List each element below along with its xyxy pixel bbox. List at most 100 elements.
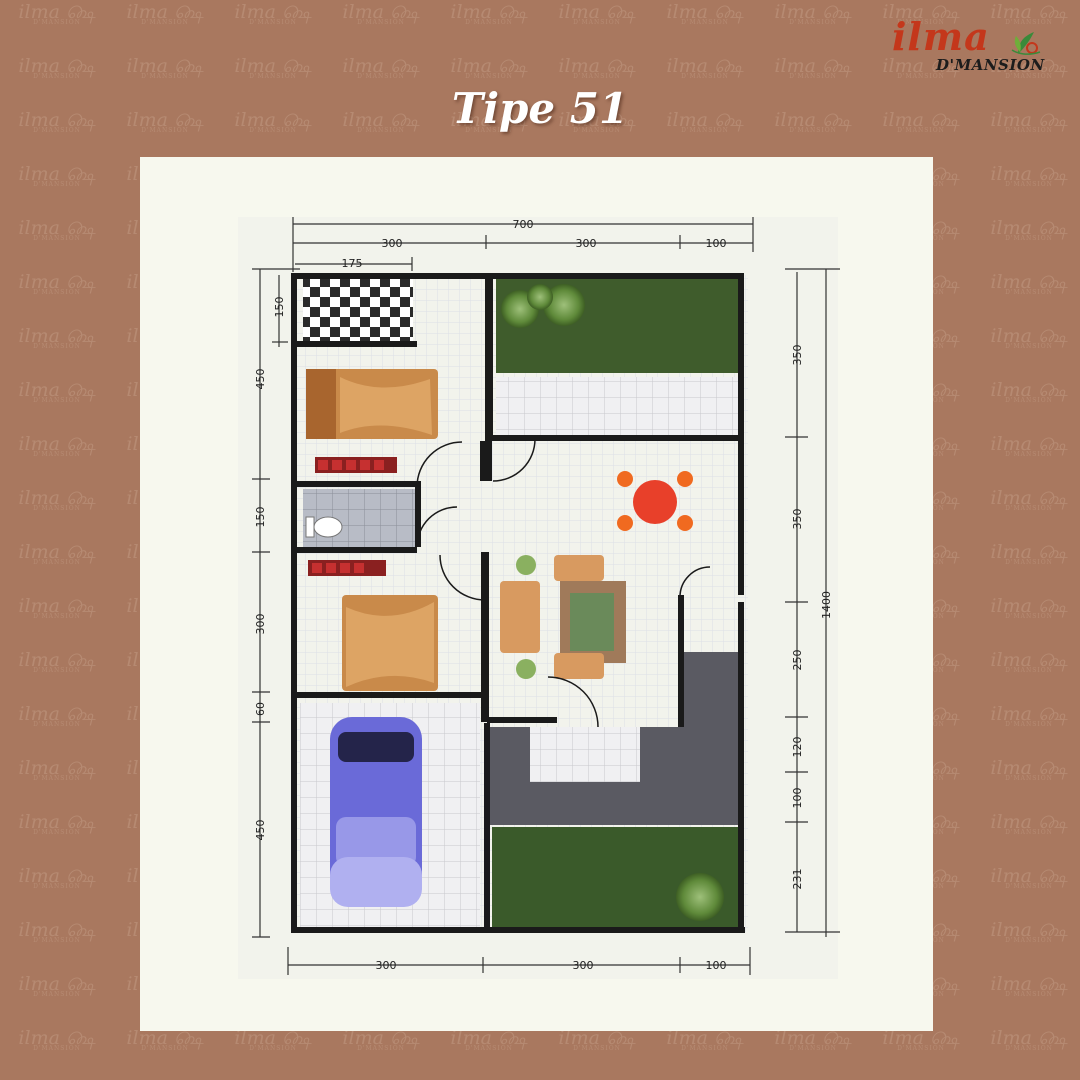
watermark-tile: ilma ௸D'MANSION <box>234 1 312 26</box>
watermark-tile: ilma ௸D'MANSION <box>450 1 528 26</box>
watermark-tile: ilma ௸D'MANSION <box>990 919 1068 944</box>
watermark-tile: ilma ௸D'MANSION <box>234 1027 312 1052</box>
watermark-tile: ilma ௸D'MANSION <box>882 1027 960 1052</box>
dim-bottom-seg-1: 300 <box>376 959 397 972</box>
watermark-tile: ilma ௸D'MANSION <box>666 109 744 134</box>
watermark-tile: ilma ௸D'MANSION <box>18 973 96 998</box>
watermark-tile: ilma ௸D'MANSION <box>990 865 1068 890</box>
dim-right-5: 100 <box>791 788 804 809</box>
door-swings <box>416 438 711 728</box>
watermark-tile: ilma ௸D'MANSION <box>18 865 96 890</box>
watermark-tile: ilma ௸D'MANSION <box>666 55 744 80</box>
watermark-tile: ilma ௸D'MANSION <box>126 1027 204 1052</box>
watermark-tile: ilma ௸D'MANSION <box>990 973 1068 998</box>
watermark-tile: ilma ௸D'MANSION <box>126 109 204 134</box>
watermark-tile: ilma ௸D'MANSION <box>990 487 1068 512</box>
watermark-tile: ilma ௸D'MANSION <box>18 379 96 404</box>
dim-right-1: 350 <box>791 345 804 366</box>
watermark-tile: ilma ௸D'MANSION <box>990 811 1068 836</box>
watermark-tile: ilma ௸D'MANSION <box>774 1 852 26</box>
watermark-tile: ilma ௸D'MANSION <box>18 649 96 674</box>
watermark-tile: ilma ௸D'MANSION <box>558 1027 636 1052</box>
watermark-tile: ilma ௸D'MANSION <box>18 217 96 242</box>
dim-right-2: 350 <box>791 509 804 530</box>
dining-table-icon <box>617 471 693 531</box>
logo-subtitle: D'MANSION <box>936 56 1045 74</box>
watermark-tile: ilma ௸D'MANSION <box>558 109 636 134</box>
dim-top-sub: 175 <box>342 257 363 270</box>
watermark-tile: ilma ௸D'MANSION <box>126 1 204 26</box>
watermark-tile: ilma ௸D'MANSION <box>234 55 312 80</box>
dim-left-1: 150 <box>273 297 286 318</box>
watermark-tile: ilma ௸D'MANSION <box>234 109 312 134</box>
floor-plan-sheet: 700 300 300 100 175 300 300 100 150 450 … <box>140 157 933 1031</box>
tree-icon <box>501 284 585 328</box>
watermark-tile: ilma ௸D'MANSION <box>882 109 960 134</box>
dim-left-4: 300 <box>254 614 267 635</box>
watermark-tile: ilma ௸D'MANSION <box>990 541 1068 566</box>
watermark-tile: ilma ௸D'MANSION <box>450 109 528 134</box>
watermark-tile: ilma ௸D'MANSION <box>558 55 636 80</box>
page-title: Tipe 51 <box>451 84 629 133</box>
watermark-tile: ilma ௸D'MANSION <box>990 703 1068 728</box>
watermark-tile: ilma ௸D'MANSION <box>990 595 1068 620</box>
bed-icon <box>306 369 438 473</box>
watermark-tile: ilma ௸D'MANSION <box>18 271 96 296</box>
watermark-tile: ilma ௸D'MANSION <box>990 649 1068 674</box>
watermark-tile: ilma ௸D'MANSION <box>342 1 420 26</box>
watermark-tile: ilma ௸D'MANSION <box>18 757 96 782</box>
watermark-tile: ilma ௸D'MANSION <box>990 109 1068 134</box>
middle-bathroom-floor <box>303 489 415 547</box>
tree-icon <box>676 873 724 921</box>
bed-icon <box>308 560 438 691</box>
watermark-tile: ilma ௸D'MANSION <box>990 217 1068 242</box>
watermark-tile: ilma ௸D'MANSION <box>990 163 1068 188</box>
floor-plan: 700 300 300 100 175 300 300 100 150 450 … <box>238 217 840 979</box>
dim-left-small: 60 <box>254 702 267 716</box>
watermark-tile: ilma ௸D'MANSION <box>18 433 96 458</box>
watermark-tile: ilma ௸D'MANSION <box>18 919 96 944</box>
watermark-tile: ilma ௸D'MANSION <box>126 55 204 80</box>
terrace <box>496 377 740 435</box>
watermark-tile: ilma ௸D'MANSION <box>18 487 96 512</box>
watermark-tile: ilma ௸D'MANSION <box>18 1027 96 1052</box>
dim-top-seg-1: 300 <box>382 237 403 250</box>
dim-right-3: 250 <box>791 650 804 671</box>
watermark-tile: ilma ௸D'MANSION <box>990 757 1068 782</box>
watermark-tile: ilma ௸D'MANSION <box>18 595 96 620</box>
brand-logo: ilma D'MANSION <box>888 14 1048 80</box>
dimension-lines <box>252 217 840 975</box>
watermark-tile: ilma ௸D'MANSION <box>990 1027 1068 1052</box>
watermark-tile: ilma ௸D'MANSION <box>450 55 528 80</box>
watermark-tile: ilma ௸D'MANSION <box>342 109 420 134</box>
watermark-tile: ilma ௸D'MANSION <box>990 1 1068 26</box>
watermark-tile: ilma ௸D'MANSION <box>990 271 1068 296</box>
watermark-tile: ilma ௸D'MANSION <box>18 325 96 350</box>
dim-top-total: 700 <box>513 218 534 231</box>
dim-right-total: 1400 <box>820 591 833 619</box>
dim-left-5: 450 <box>254 820 267 841</box>
watermark-tile: ilma ௸D'MANSION <box>18 109 96 134</box>
dim-left-2: 450 <box>254 369 267 390</box>
dim-bottom-seg-3: 100 <box>706 959 727 972</box>
car-icon <box>330 717 422 907</box>
watermark-tile: ilma ௸D'MANSION <box>450 1027 528 1052</box>
watermark-tile: ilma ௸D'MANSION <box>342 1027 420 1052</box>
dim-top-seg-3: 100 <box>706 237 727 250</box>
watermark-tile: ilma ௸D'MANSION <box>18 703 96 728</box>
watermark-tile: ilma ௸D'MANSION <box>666 1027 744 1052</box>
watermark-tile: ilma ௸D'MANSION <box>882 55 960 80</box>
watermark-tile: ilma ௸D'MANSION <box>18 55 96 80</box>
dim-right-6: 231 <box>791 869 804 890</box>
watermark-tile: ilma ௸D'MANSION <box>774 109 852 134</box>
toilet-icon <box>305 516 343 538</box>
watermark-tile: ilma ௸D'MANSION <box>18 1 96 26</box>
dim-right-4: 120 <box>791 737 804 758</box>
watermark-tile: ilma ௸D'MANSION <box>882 1 960 26</box>
dim-bottom-seg-2: 300 <box>573 959 594 972</box>
watermark-tile: ilma ௸D'MANSION <box>18 163 96 188</box>
watermark-tile: ilma ௸D'MANSION <box>342 55 420 80</box>
watermark-tile: ilma ௸D'MANSION <box>990 379 1068 404</box>
porch-step <box>530 727 640 782</box>
walls <box>291 273 745 933</box>
